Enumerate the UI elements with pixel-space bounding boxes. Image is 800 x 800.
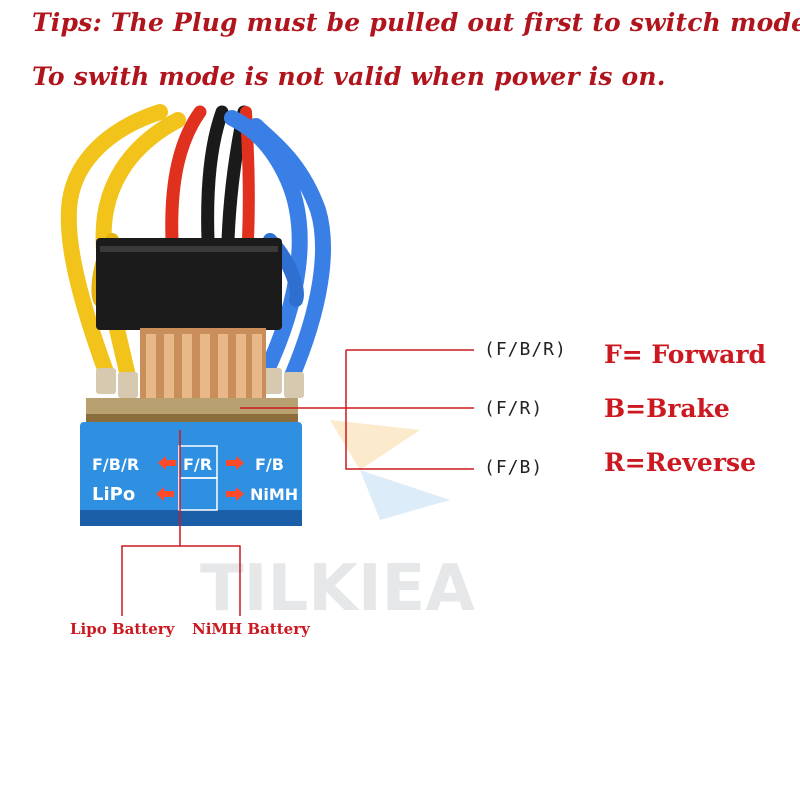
- arrow-right-icon: [226, 456, 244, 470]
- arrow-left-icon: [158, 456, 176, 470]
- legend-brake: B=Brake: [604, 394, 730, 423]
- tip-line-2: To swith mode is not valid when power is…: [32, 62, 666, 91]
- wire-yellow-1: [60, 104, 168, 380]
- battery-label-lipo: Lipo Battery: [70, 620, 175, 638]
- legend-forward: F= Forward: [604, 340, 766, 369]
- pcb-board: [86, 398, 298, 418]
- panel-label-fr: F/R: [183, 455, 212, 474]
- leader-lines: [121, 349, 474, 616]
- arrow-right-icon: [226, 487, 244, 501]
- mode-label-fbr: (F/B/R): [484, 339, 567, 360]
- panel-label-fbr: F/B/R: [92, 455, 139, 474]
- panel-arrows: [156, 456, 244, 501]
- watermark: TILKIEA: [200, 420, 475, 626]
- tip-line-1: Tips: The Plug must be pulled out first …: [32, 8, 800, 37]
- mode-panel: F/B/R F/R F/B LiPo NiMH: [80, 422, 302, 526]
- legend-reverse: R=Reverse: [604, 448, 756, 477]
- leader-battery-bus: [121, 430, 181, 616]
- leader-battery-right: [180, 545, 241, 616]
- connector-block: [96, 238, 282, 330]
- wire-tips: [96, 368, 304, 398]
- wire-black-1: [201, 105, 229, 247]
- panel-label-lipo: LiPo: [92, 484, 135, 505]
- heatsink: [140, 328, 266, 408]
- battery-label-nimh: NiMH Battery: [192, 620, 310, 638]
- mode-label-fb: (F/B): [484, 457, 544, 478]
- wire-red-left: [165, 105, 207, 247]
- arrow-left-icon: [156, 487, 174, 501]
- mode-label-fr: (F/R): [484, 398, 544, 419]
- panel-label-fb: F/B: [255, 455, 284, 474]
- panel-label-nimh: NiMH: [250, 485, 298, 504]
- leader-fbr-drop: [345, 350, 474, 470]
- wire-blue-2: [248, 118, 331, 384]
- watermark-text: TILKIEA: [200, 552, 475, 626]
